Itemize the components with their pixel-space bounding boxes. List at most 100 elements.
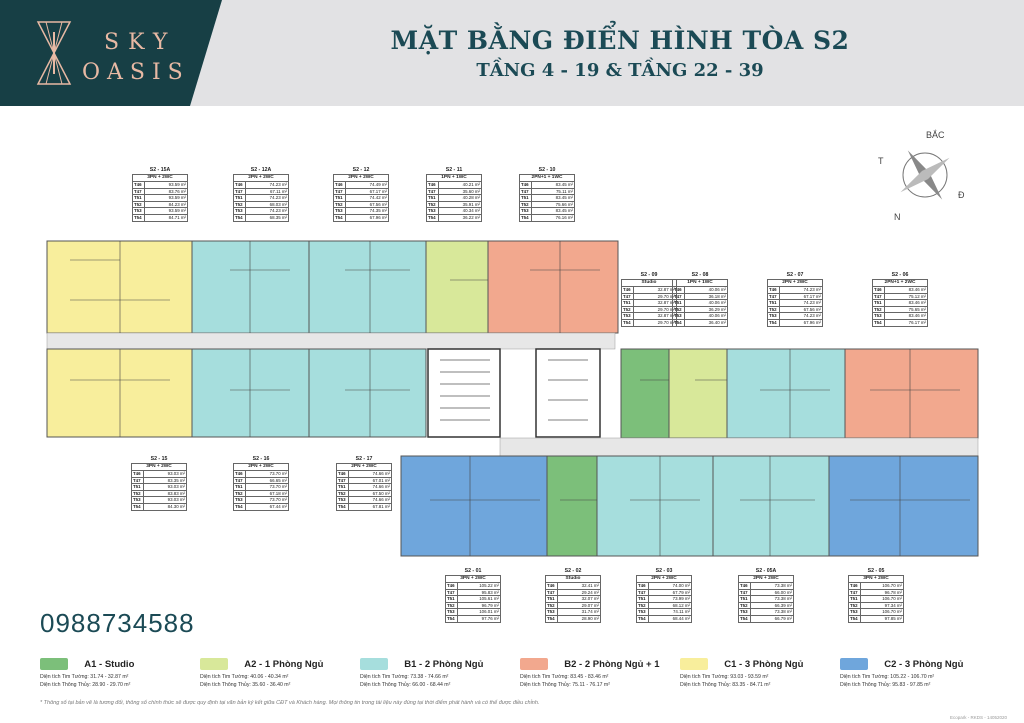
legend-item-b1: B1 - 2 Phòng Ngủ Diện tích Tim Tường: 73… [360,658,483,689]
unit-name: S2 - 11 [426,167,482,174]
legend-label: A2 - 1 Phòng Ngủ [244,658,324,670]
disclaimer-note: * Thông số tại bản vẽ là tương đối, thôn… [40,700,540,706]
unit-name: S2 - 05 [848,568,904,575]
unit-type: 3PN + 2WC [445,575,501,582]
legend-label: C2 - 3 Phòng Ngủ [884,658,964,670]
legend-detail-clear: Diện tích Thông Thủy: 35.60 - 36.40 m² [200,682,291,688]
elevator-core [535,348,601,438]
unit-s2-02-area[interactable] [546,455,598,557]
legend-item-a2: A2 - 1 Phòng Ngủ Diện tích Tim Tường: 40… [200,658,323,689]
unit-name: S2 - 05A [738,568,794,575]
unit-s2-06-area[interactable] [844,348,979,439]
unit-type: 1PN + 1WC [672,279,728,286]
unit-s2-15a-area[interactable] [46,240,193,334]
unit-name: S2 - 15 [131,456,187,463]
legend-detail-wall: Diện tích Tim Tường: 93.03 - 93.59 m² [680,674,769,680]
unit-name: S2 - 09 [621,272,677,279]
legend-detail-wall: Diện tích Tim Tường: 105.22 - 106.70 m² [840,674,935,680]
unit-type: 3PN + 2WC [131,463,187,470]
core-block [427,348,601,438]
logo-text-oasis: OASIS [82,60,190,85]
compass-north-label: BẮC [926,130,945,140]
upper-corridor [46,332,616,350]
unit-type: 2PN + 2WC [233,174,289,181]
unit-type: 2PN + 2WC [636,575,692,582]
legend-swatch [840,658,868,670]
unit-s2-03-area[interactable] [596,455,714,557]
unit-s2-08-area[interactable] [668,348,728,439]
unit-name: S2 - 06 [872,272,928,279]
unit-s2-07-area[interactable] [726,348,846,439]
unit-s2-09-area[interactable] [620,348,670,439]
interior-walls [70,241,970,556]
right-upper-wing [620,348,979,439]
unit-s2-10-area[interactable] [487,240,619,334]
unit-name: S2 - 03 [636,568,692,575]
compass-west-label: T [878,156,884,166]
unit-s2-12-area[interactable] [308,240,427,334]
unit-type: 3PN + 2WC [848,575,904,582]
legend-swatch [520,658,548,670]
legend-swatch [360,658,388,670]
unit-s2-05a-area[interactable] [712,455,830,557]
unit-type: 2PN + 2WC [767,279,823,286]
compass-east-label: Đ [958,190,965,200]
unit-s2-17-area[interactable] [308,348,427,438]
compass-rose: BẮC T Đ N [878,130,970,222]
legend-detail-clear: Diện tích Thông Thủy: 28.90 - 29.70 m² [40,682,131,688]
unit-type: 2PN + 2WC [336,463,392,470]
unit-s2-05-area[interactable] [828,455,979,557]
unit-name: S2 - 17 [336,456,392,463]
legend-detail-wall: Diện tích Tim Tường: 73.38 - 74.66 m² [360,674,449,680]
unit-type: 2PN + 2WC [333,174,389,181]
unit-s2-01-area[interactable] [400,455,548,557]
unit-type: 1PN + 1WC [426,174,482,181]
upper-wing [46,240,619,334]
document-code: Ecopark - RKDS - 14052020 [950,715,1008,720]
unit-s2-15-area[interactable] [46,348,193,438]
lower-corridor [499,437,979,457]
legend-label: A1 - Studio [84,658,135,670]
unit-type: 2PN+1 + 1WC [519,174,575,181]
legend-detail-clear: Diện tích Thông Thủy: 95.83 - 97.85 m² [840,682,931,688]
unit-s2-11-area[interactable] [425,240,489,334]
unit-s2-12a-area[interactable] [191,240,310,334]
legend-detail-clear: Diện tích Thông Thủy: 66.00 - 68.44 m² [360,682,451,688]
legend-label: B1 - 2 Phòng Ngủ [404,658,484,670]
lower-left-wing [46,348,427,438]
hotline-phone[interactable]: 0988734588 [40,608,195,638]
unit-type: Studio [545,575,601,582]
unit-name: S2 - 02 [545,568,601,575]
unit-s2-16-area[interactable] [191,348,310,438]
lower-right-wing [400,455,979,557]
legend-item-c2: C2 - 3 Phòng Ngủ Diện tích Tim Tường: 10… [840,658,963,689]
compass-south-label: N [894,212,901,222]
